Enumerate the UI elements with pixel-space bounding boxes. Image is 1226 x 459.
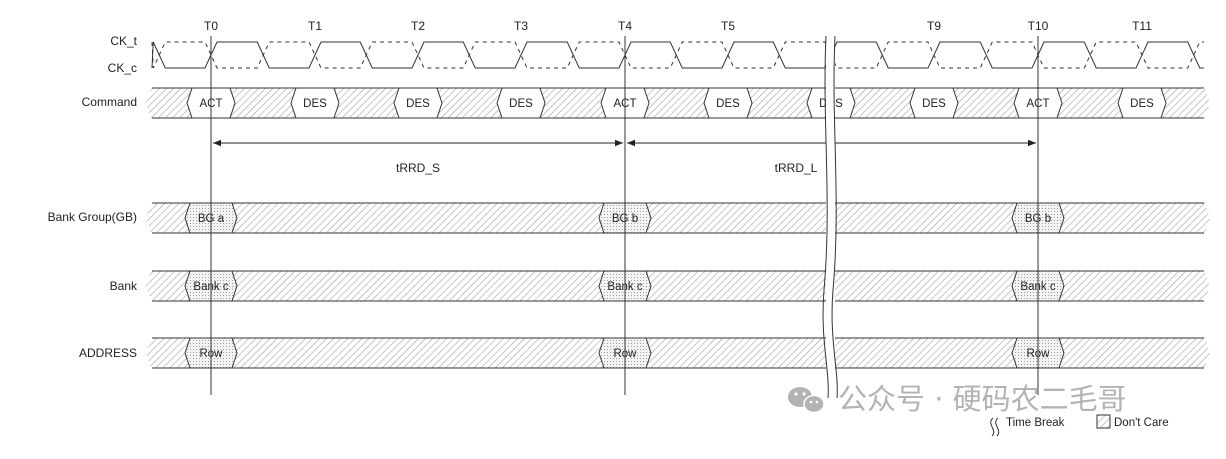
tick-labels: T0 T1 T2 T3 T4 T5 T9 T10 T11 <box>204 19 1152 33</box>
time-break-icon <box>822 35 838 399</box>
command-cell <box>1117 87 1167 119</box>
watermark: 公众号 · 硬码农二毛哥 <box>788 382 1127 416</box>
legend-dont-care: Don't Care <box>1114 417 1169 429</box>
command-cell <box>703 87 753 119</box>
legend-time-break: Time Break <box>1006 417 1065 429</box>
command-cell-label: DES <box>406 98 430 110</box>
tick-label: T5 <box>721 19 735 33</box>
legend: Time Break Don't Care <box>990 414 1169 437</box>
hatch-swatch-icon <box>1096 414 1111 429</box>
tick-label: T0 <box>204 19 218 33</box>
ck-t-label: CK_t <box>110 34 137 48</box>
command-cell-label: DES <box>1130 98 1154 110</box>
command-cell <box>909 87 959 119</box>
tick-label: T10 <box>1028 19 1049 33</box>
bank-group-label: Bank Group(GB) <box>48 210 137 224</box>
command-label: Command <box>82 95 137 109</box>
trrd-s-label: tRRD_S <box>396 161 440 175</box>
bank-dont-care-band <box>146 271 1210 301</box>
bank-group-dont-care-band <box>146 203 1210 233</box>
tick-label: T4 <box>618 19 632 33</box>
tick-label: T2 <box>411 19 425 33</box>
command-cell <box>393 87 443 119</box>
tick-label: T3 <box>514 19 528 33</box>
command-cell <box>290 87 340 119</box>
address-label: ADDRESS <box>79 346 137 360</box>
bus-waveforms: ACTDESDESDESACTDESDESDESACTDESBG aBG bBG… <box>146 87 1210 369</box>
clock-waveforms <box>151 41 1204 69</box>
command-cell-label: DES <box>922 98 946 110</box>
tick-label: T1 <box>308 19 322 33</box>
address-dont-care-band <box>146 338 1210 368</box>
bank-label: Bank <box>110 279 138 293</box>
watermark-text: 公众号 · 硬码农二毛哥 <box>838 382 1127 416</box>
tick-label: T9 <box>927 19 941 33</box>
ck-t-waveform <box>151 41 1204 69</box>
wechat-icon <box>788 387 825 414</box>
command-cell <box>496 87 546 119</box>
time-break-icon <box>995 417 1000 437</box>
time-break-icon <box>990 417 995 437</box>
command-cell-label: DES <box>303 98 327 110</box>
tick-label: T11 <box>1132 19 1152 33</box>
ck-c-label: CK_c <box>108 61 137 75</box>
command-cell-label: DES <box>716 98 740 110</box>
command-cell-label: DES <box>509 98 533 110</box>
ck-c-waveform <box>151 41 1204 69</box>
trrd-l-label: tRRD_L <box>775 161 818 175</box>
